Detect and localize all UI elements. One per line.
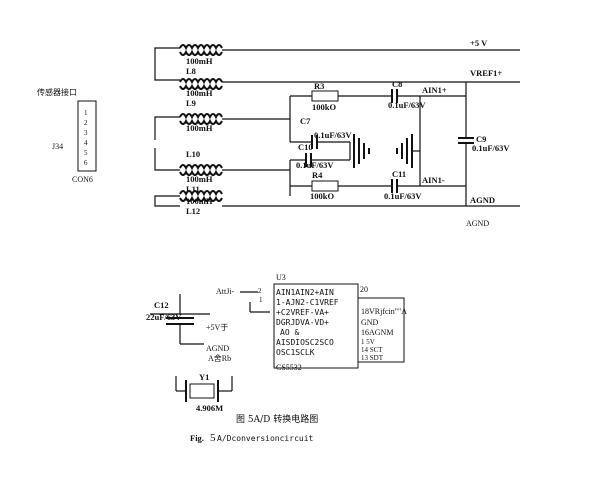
attji-pin-1: 1 — [259, 296, 263, 304]
chip-line-2: 1-AJN2-C1VREF — [276, 298, 339, 307]
connector-name: CON6 — [72, 175, 93, 184]
left-bracket-wires — [154, 47, 180, 207]
inductor-L10: 100mH L10 — [179, 113, 223, 159]
chip-ref: U3 — [276, 273, 286, 282]
right-pin-13: 13 SDT — [361, 354, 384, 362]
connector-pin-5: 5 — [84, 149, 88, 157]
capacitor-C7-ref: C7 — [300, 116, 311, 126]
connector-pin-3: 3 — [84, 129, 88, 137]
chip-line-4: DGRJDVA-VD+ — [276, 318, 329, 327]
ground-symbol-right — [396, 96, 421, 186]
inductor-L12-value: 100mH — [186, 196, 213, 206]
right-pin-18: 18VRjfcin""A — [361, 307, 407, 316]
resistor-R4-body — [311, 180, 339, 192]
crystal-Y1: Y1 4.906M — [175, 372, 233, 413]
chip-line-6: AISDIOSC2SCO — [276, 338, 334, 347]
right-pin-16: 16AGNM — [361, 328, 393, 337]
inductor-L11-ref: L11 — [186, 184, 200, 194]
agnd-net-label: AGND — [466, 219, 489, 228]
capacitor-C8-value: 0.1uF/63V — [388, 100, 426, 110]
capacitor-C9-value: 0.1uF/63V — [472, 143, 510, 153]
caption-en-number: 5 — [210, 432, 216, 444]
right-pin-gnd: GND — [361, 318, 379, 327]
inductor-L8-ref: L8 — [186, 66, 196, 76]
rail-vref-label: VREF1+ — [470, 68, 502, 78]
ground-symbol-left — [349, 134, 370, 168]
right-pin-14: 14 SCT — [361, 346, 383, 354]
inductor-L12: 100mH L12 — [179, 190, 223, 216]
resistor-R4-value: 100kO — [310, 191, 334, 201]
inductor-L10-ref: L10 — [186, 149, 200, 159]
caption-cn: 图 5A/D 转换电路图 — [236, 413, 318, 425]
capacitor-C12-value: 22uF/63V — [146, 312, 182, 322]
capacitor-C10: C10 0.1uF/63V — [222, 142, 350, 196]
rail-agnd-label: AGND — [470, 195, 495, 205]
capacitor-C11-value: 0.1uF/63V — [384, 191, 422, 201]
capacitor-C9: C9 0.1uF/63V — [458, 82, 510, 206]
capacitor-C7-value: 0.1uF/63V — [314, 130, 352, 140]
chip-line-1: AIN1AIN2+AIN — [276, 288, 334, 297]
inductor-L9: 100mH L9 — [179, 78, 223, 108]
sensor-interface-title: 传感器接口 — [37, 87, 77, 97]
capacitor-C8-ref: C8 — [392, 79, 402, 89]
lower-agnd-label: AGND — [206, 344, 229, 353]
chip-line-3: +C2VREF-VA+ — [276, 308, 329, 317]
rail-vref: VREF1+ — [222, 68, 520, 83]
resistor-R3-ref: R3 — [314, 81, 324, 91]
lower-vcc-label: +5V于 — [206, 323, 228, 332]
right-pin-labels: 18VRjfcin""A GND 16AGNM 1 5V 14 SCT 13 S… — [361, 307, 407, 362]
capacitor-C7: C7 0.1uF/63V — [290, 116, 352, 149]
crystal-body — [189, 383, 215, 399]
rail-vcc: +5 V — [222, 38, 520, 51]
connector-pin-6: 6 — [84, 159, 88, 167]
resistor-R3-value: 100kO — [312, 102, 336, 112]
ain1-positive-branch: R3 100kO C8 0.1uF/63V AIN1+ — [222, 79, 466, 142]
right-pin-15: 1 5V — [361, 338, 375, 346]
inductor-L9-ref: L9 — [186, 98, 196, 108]
resistor-R4-ref: R4 — [312, 170, 323, 180]
ain1-negative-branch: R4 100kO C11 0.1uF/63V AIN1- — [290, 169, 466, 201]
lower-a-rb-label: A舍Rb — [208, 353, 231, 363]
inductor-L11-value: 100mH — [186, 174, 213, 184]
attji-label: AttJi- — [216, 287, 235, 296]
attji-net: AttJi- 2 1 — [216, 287, 270, 313]
chip-name: CS5532 — [276, 363, 302, 372]
chip-line-5: AO & — [280, 328, 299, 337]
capacitor-C10-value: 0.1uF/63V — [296, 160, 334, 170]
capacitor-C12: C12 22uF/63V — [146, 294, 210, 345]
crystal-ref: Y1 — [199, 372, 209, 382]
connector-ref: J34 — [52, 142, 63, 151]
connector-pin-2: 2 — [84, 119, 88, 127]
inductor-L8: 100mH L8 — [179, 44, 223, 76]
resistor-R3-body — [311, 90, 339, 102]
capacitor-C12-ref: C12 — [154, 300, 169, 310]
inductor-L12-ref: L12 — [186, 206, 200, 216]
rail-agnd: AGND AGND — [222, 195, 520, 228]
inductor-L10-value: 100mH — [186, 123, 213, 133]
capacitor-C11-ref: C11 — [392, 169, 406, 179]
chip-line-7: OSC1SCLK — [276, 348, 315, 357]
connector-pins: 1 2 3 4 5 6 — [84, 109, 88, 167]
capacitor-C10-ref: C10 — [298, 142, 313, 152]
inductor-L11: 100mH L11 — [179, 164, 223, 194]
crystal-value: 4.906M — [196, 403, 223, 413]
inductor-L9-value: 100mH — [186, 88, 213, 98]
right-pin-box — [357, 297, 405, 363]
capacitor-C9-ref: C9 — [476, 134, 486, 144]
net-ain1-positive: AIN1+ — [422, 85, 447, 95]
attji-pin-2: 2 — [258, 287, 262, 295]
net-ain1-negative: AIN1- — [422, 175, 445, 185]
caption-en-prefix: Fig. — [190, 433, 204, 443]
connector-body — [77, 100, 97, 172]
connector-pin-4: 4 — [84, 139, 88, 147]
chip-pin-labels: AIN1AIN2+AIN 1-AJN2-C1VREF +C2VREF-VA+ D… — [276, 288, 339, 357]
caption-en-rest: A/Dconversioncircuit — [217, 434, 314, 443]
rail-vcc-label: +5 V — [470, 38, 488, 48]
right-pin-20: 20 — [360, 285, 368, 294]
connector-pin-1: 1 — [84, 109, 88, 117]
inductor-L8-value: 100mH — [186, 56, 213, 66]
